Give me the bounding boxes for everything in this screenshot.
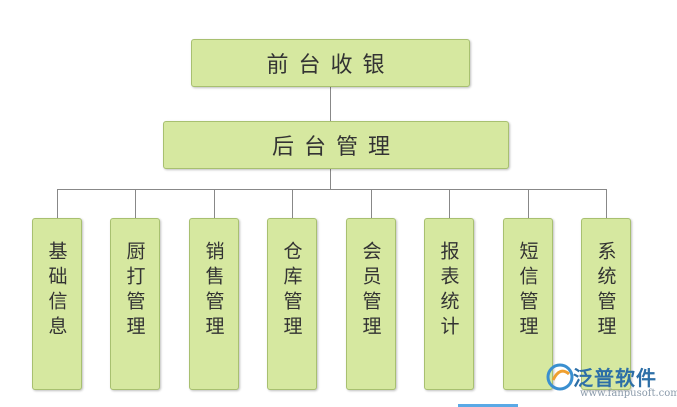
brand-name: 泛普软件	[573, 366, 657, 390]
node-basic-info: 基础信息	[32, 218, 82, 390]
connector-root-to-hub	[330, 87, 331, 121]
connector-drop-7	[528, 189, 529, 218]
connector-drop-1	[57, 189, 58, 218]
brand-logo-icon	[546, 363, 574, 391]
connector-drop-4	[292, 189, 293, 218]
connector-drop-3	[214, 189, 215, 218]
node-members: 会员管理	[346, 218, 396, 390]
bottom-accent-bar	[458, 404, 518, 407]
node-kitchen-print: 厨打管理	[110, 218, 160, 390]
node-sales: 销售管理	[189, 218, 239, 390]
node-warehouse: 仓库管理	[267, 218, 317, 390]
connector-horizontal-bus	[57, 189, 607, 190]
connector-hub-stem	[330, 169, 331, 189]
brand-url: www.fanpusoft.com	[580, 388, 677, 399]
connector-drop-5	[371, 189, 372, 218]
connector-drop-2	[135, 189, 136, 218]
node-frontdesk-cashier: 前台收银	[191, 39, 470, 87]
connector-drop-6	[449, 189, 450, 218]
node-sms: 短信管理	[503, 218, 553, 390]
node-backend-management: 后台管理	[163, 121, 509, 169]
brand-watermark: 泛普软件 www.fanpusoft.com	[543, 358, 677, 404]
node-system: 系统管理	[581, 218, 631, 390]
node-reports: 报表统计	[424, 218, 474, 390]
connector-drop-8	[606, 189, 607, 218]
